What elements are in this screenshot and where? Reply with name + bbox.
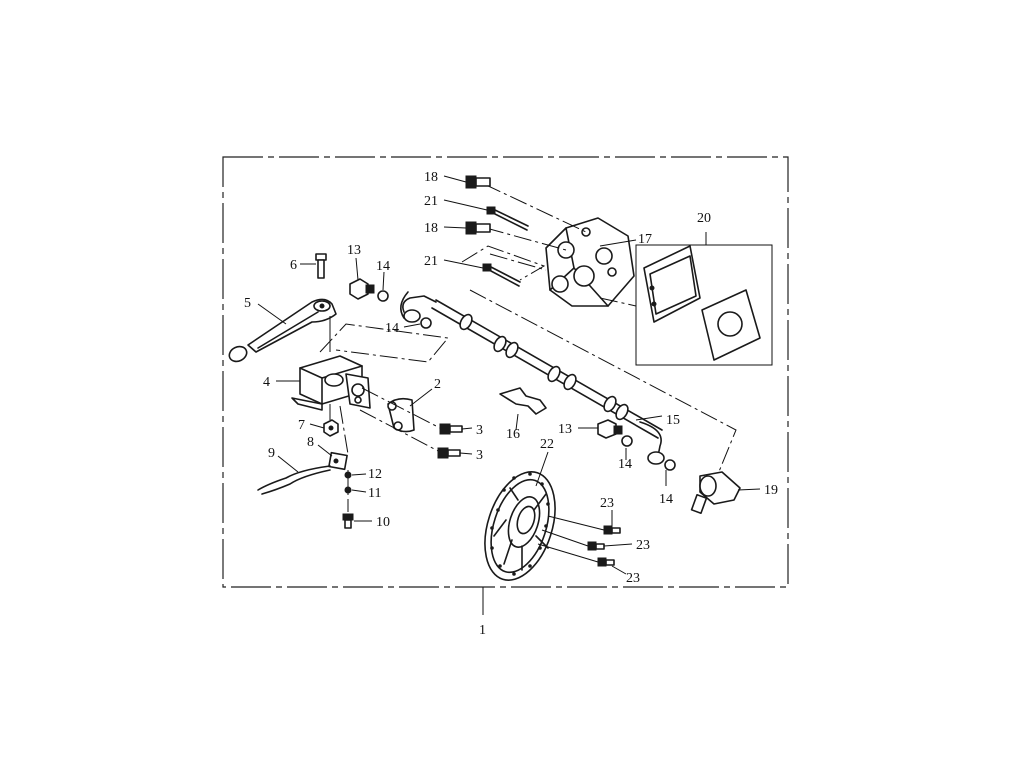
- brake-pad-outer: [701, 289, 761, 361]
- callout-18-lower: 18: [424, 221, 438, 236]
- callout-7: 7: [298, 418, 305, 433]
- assembly-frame: [222, 156, 789, 588]
- callout-16: 16: [506, 427, 520, 442]
- cylinder-nut: [323, 419, 339, 437]
- disc-bolt-b: [587, 541, 605, 551]
- caliper-pin-upper: [486, 206, 529, 231]
- caliper-union: [690, 471, 741, 515]
- clamp-bolt-upper: [439, 423, 463, 435]
- callout-1: 1: [479, 623, 486, 638]
- small-washer: [344, 471, 352, 479]
- caliper-bolt-guide-1: [483, 183, 587, 233]
- callout-leaders: [257, 175, 761, 575]
- switch-wire: [257, 465, 331, 491]
- disc-bolt-a: [603, 525, 621, 535]
- hose-clip: [499, 387, 547, 415]
- callout-23-c: 23: [626, 571, 640, 586]
- callout-17: 17: [638, 232, 652, 247]
- callout-21-lower: 21: [424, 254, 438, 269]
- sealing-washer-a: [377, 290, 389, 302]
- callout-19: 19: [764, 483, 778, 498]
- banjo-bolt-upper: [349, 278, 375, 300]
- sealing-washer-d: [664, 459, 676, 471]
- callout-6: 6: [290, 258, 297, 273]
- disc-bolt-guide-a: [547, 515, 605, 531]
- callout-14-a: 14: [376, 259, 390, 274]
- callout-14-b: 14: [385, 321, 399, 336]
- master-cylinder: [291, 355, 371, 411]
- caliper-pin-box: [461, 245, 546, 281]
- callout-18-upper: 18: [424, 170, 438, 185]
- callout-9: 9: [268, 446, 275, 461]
- callout-12: 12: [368, 467, 382, 482]
- switch-wire-2: [261, 469, 331, 495]
- lever-pivot-bolt: [315, 253, 327, 279]
- clamp-bolt-lower: [437, 447, 461, 459]
- sealing-washer-c: [621, 435, 633, 447]
- caliper-bolt-upper: [465, 175, 491, 189]
- callout-5: 5: [244, 296, 251, 311]
- switch-screw: [342, 513, 354, 529]
- callout-13-lower: 13: [558, 422, 572, 437]
- callout-15: 15: [666, 413, 680, 428]
- callout-3-upper: 3: [476, 423, 483, 438]
- callout-14-c: 14: [618, 457, 632, 472]
- brake-disc: [484, 471, 556, 581]
- brake-hose: [400, 291, 665, 465]
- caliper-pin-lower: [482, 263, 521, 287]
- callout-8: 8: [307, 435, 314, 450]
- banjo-bolt-lower: [597, 419, 623, 439]
- switch-guide: [339, 405, 349, 455]
- callout-11: 11: [368, 486, 381, 501]
- callout-23-a: 23: [600, 496, 614, 511]
- sealing-washer-b: [420, 317, 432, 329]
- callout-3-lower: 3: [476, 448, 483, 463]
- disc-bolt-guide-c: [537, 543, 599, 563]
- caliper-union-guide: [469, 289, 737, 475]
- callout-22: 22: [540, 437, 554, 452]
- callout-10: 10: [376, 515, 390, 530]
- callout-20: 20: [697, 211, 711, 226]
- clamp-bolt-guide-bottom: [359, 409, 441, 453]
- brake-lever: [228, 298, 337, 363]
- brake-caliper: [545, 217, 635, 307]
- callout-2: 2: [434, 377, 441, 392]
- brake-light-switch: [328, 451, 348, 471]
- caliper-bolt-guide-2: [485, 227, 567, 251]
- callout-13-upper: 13: [347, 243, 361, 258]
- callout-23-b: 23: [636, 538, 650, 553]
- brake-pad-box: [635, 244, 773, 366]
- clamp-bolt-guide-top: [361, 387, 441, 429]
- callout-14-d: 14: [659, 492, 673, 507]
- brake-pad-inner: [643, 245, 701, 323]
- callout-21-upper: 21: [424, 194, 438, 209]
- callout-4: 4: [263, 375, 270, 390]
- lever-dash-guide: [319, 323, 449, 363]
- disc-bolt-c: [597, 557, 615, 567]
- caliper-pad-guide: [489, 253, 637, 307]
- caliper-bolt-lower: [465, 221, 491, 235]
- small-spring: [344, 486, 352, 494]
- disc-bolt-guide-b: [541, 529, 589, 547]
